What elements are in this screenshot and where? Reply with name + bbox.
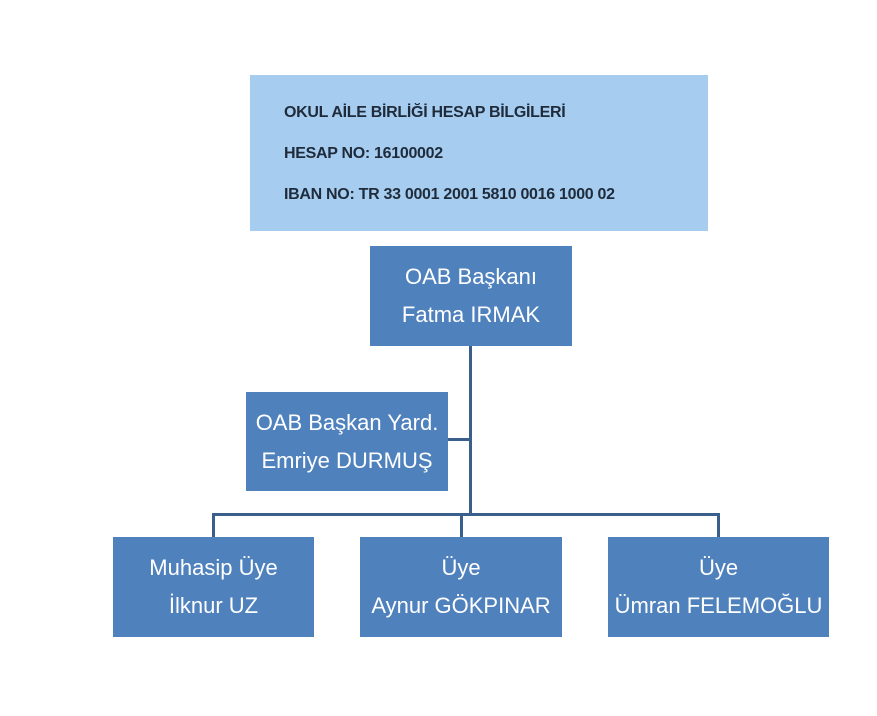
connector-member-1 (212, 513, 215, 537)
connector-vice-president (447, 438, 471, 441)
account-info-title: OKUL AİLE BİRLİĞİ HESAP BİLGİLERİ (284, 104, 566, 121)
node-president-name: Fatma IRMAK (401, 302, 541, 327)
iban-number: IBAN NO: TR 33 0001 2001 5810 0016 1000 … (284, 186, 615, 203)
node-member-role: Üye (441, 555, 481, 580)
node-vice-president: OAB Başkan Yard. Emriye DURMUŞ (246, 392, 448, 491)
node-vice-president-role: OAB Başkan Yard. (255, 409, 439, 435)
account-number: HESAP NO: 16100002 (284, 145, 443, 162)
connector-member-3 (717, 513, 720, 537)
connector-members-bar (212, 513, 720, 516)
node-member-name: Aynur GÖKPINAR (371, 593, 551, 618)
node-member-2: Üye Aynur GÖKPINAR (360, 537, 562, 637)
node-member-treasurer: Muhasip Üye İlknur UZ (113, 537, 314, 637)
node-member-name: İlknur UZ (168, 593, 259, 618)
node-member-3: Üye Ümran FELEMOĞLU (608, 537, 829, 637)
node-president: OAB Başkanı Fatma IRMAK (370, 246, 572, 346)
node-president-role: OAB Başkanı (404, 264, 538, 289)
node-vice-president-name: Emriye DURMUŞ (261, 447, 433, 473)
node-member-role: Üye (698, 555, 739, 580)
node-member-role: Muhasip Üye (149, 555, 278, 580)
connector-member-2 (460, 513, 463, 537)
node-member-name: Ümran FELEMOĞLU (614, 593, 823, 618)
account-info-panel: OKUL AİLE BİRLİĞİ HESAP BİLGİLERİ HESAP … (250, 75, 708, 231)
connector-president-trunk (469, 345, 472, 515)
